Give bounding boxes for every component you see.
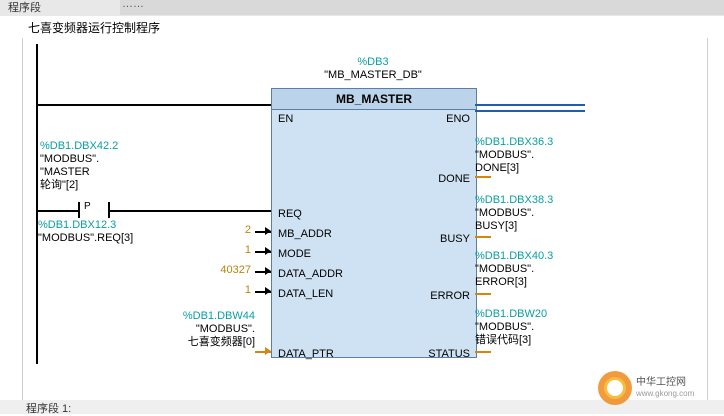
contact-operand-line1: "MODBUS". [40,153,100,165]
data-ptr-address: %DB1.DBW44 [182,310,255,322]
wire-mb-addr-arrow [265,227,271,235]
data-ptr-line1: "MODBUS". [195,323,255,335]
wire-data-ptr [255,351,271,353]
collapsed-network-dots: …… [122,0,144,10]
wire-data-len-arrow [265,287,271,295]
gear-icon [598,371,632,405]
pin-data-ptr: DATA_PTR [278,348,334,360]
const-data-addr[interactable]: 40327 [220,264,251,276]
db-instance-label[interactable]: %DB3 "MB_MASTER_DB" [271,56,475,82]
req-operand-name: "MODBUS".REQ[3] [38,232,134,244]
wire-req-left [38,210,78,212]
db-instance-address: %DB3 [357,56,389,68]
pin-done: DONE [438,173,470,185]
contact-operand-line2: "MASTER [40,166,90,178]
error-address: %DB1.DBX40.3 [475,250,554,262]
data-ptr-line2: 七喜变频器[0] [187,336,255,348]
wire-mb-addr [255,231,271,233]
db-instance-name: "MB_MASTER_DB" [324,69,422,81]
status-operand[interactable]: %DB1.DBW20 "MODBUS". 错误代码[3] [475,308,605,347]
next-network-strip[interactable]: 程序段 1: [0,400,724,415]
status-line1: "MODBUS". [475,321,535,333]
pin-mode: MODE [278,248,311,260]
collapsed-network-bar[interactable]: 程序段 …… [0,0,724,17]
wire-error [475,293,491,295]
wire-data-ptr-arrow [265,347,271,355]
wire-done [475,176,491,178]
busy-line1: "MODBUS". [475,207,535,219]
network-title: 七喜变频器运行控制程序 [28,21,161,35]
busy-address: %DB1.DBX38.3 [475,194,554,206]
wire-data-addr-arrow [265,267,271,275]
wire-data-len [255,291,271,293]
const-mode[interactable]: 1 [244,244,251,256]
watermark-line1: 中华工控网 [636,377,686,388]
busy-line2: BUSY[3] [475,220,518,232]
next-network-label: 程序段 1: [26,403,72,415]
data-ptr-operand[interactable]: %DB1.DBW44 "MODBUS". 七喜变频器[0] [135,310,255,349]
busy-operand[interactable]: %DB1.DBX38.3 "MODBUS". BUSY[3] [475,194,605,233]
wire-status [475,351,491,353]
error-line1: "MODBUS". [475,263,535,275]
pin-status: STATUS [428,348,470,360]
wire-mode [255,251,271,253]
const-mb-addr[interactable]: 2 [244,224,251,236]
mb-master-block-title: MB_MASTER [272,89,476,110]
done-line2: DONE[3] [475,162,520,174]
collapsed-network-strip [120,0,724,15]
status-address: %DB1.DBW20 [475,308,548,320]
positive-edge-contact[interactable]: P [78,201,110,218]
watermark: 中华工控网 www.gkong.com [598,368,718,408]
pin-error: ERROR [430,290,470,302]
pin-data-len: DATA_LEN [278,288,334,300]
wire-en-rung [38,104,271,106]
error-operand[interactable]: %DB1.DBX40.3 "MODBUS". ERROR[3] [475,250,605,289]
power-rail [36,44,38,364]
done-address: %DB1.DBX36.3 [475,136,554,148]
contact-operand-line3: 轮询"[2] [40,179,79,191]
pin-req: REQ [278,208,302,220]
pin-busy: BUSY [440,233,470,245]
eno-wire [475,104,585,112]
pin-en: EN [278,113,294,125]
error-line2: ERROR[3] [475,276,527,288]
pin-data-addr: DATA_ADDR [278,268,343,280]
status-line2: 错误代码[3] [475,334,532,346]
wire-mode-arrow [265,247,271,255]
mb-master-block[interactable]: MB_MASTER EN ENO REQ MB_ADDR MODE DATA_A… [271,88,477,360]
collapsed-network-label: 程序段 [8,2,41,14]
watermark-line2: www.gkong.com [636,389,695,398]
pin-eno: ENO [446,113,470,125]
req-operand-address: %DB1.DBX12.3 [38,219,117,231]
const-data-len[interactable]: 1 [244,284,251,296]
wire-busy [475,236,491,238]
done-line1: "MODBUS". [475,149,535,161]
network-header: 七喜变频器运行控制程序 [0,16,724,38]
contact-operand-address: %DB1.DBX42.2 [40,140,119,152]
wire-req-right [110,210,271,212]
wire-data-addr [255,271,271,273]
req-operand[interactable]: %DB1.DBX12.3 "MODBUS".REQ[3] [38,219,188,245]
pin-mb-addr: MB_ADDR [278,228,332,240]
edge-p-label: P [84,201,91,212]
contact-operand[interactable]: %DB1.DBX42.2 "MODBUS". "MASTER 轮询"[2] [40,140,160,192]
done-operand[interactable]: %DB1.DBX36.3 "MODBUS". DONE[3] [475,136,605,175]
